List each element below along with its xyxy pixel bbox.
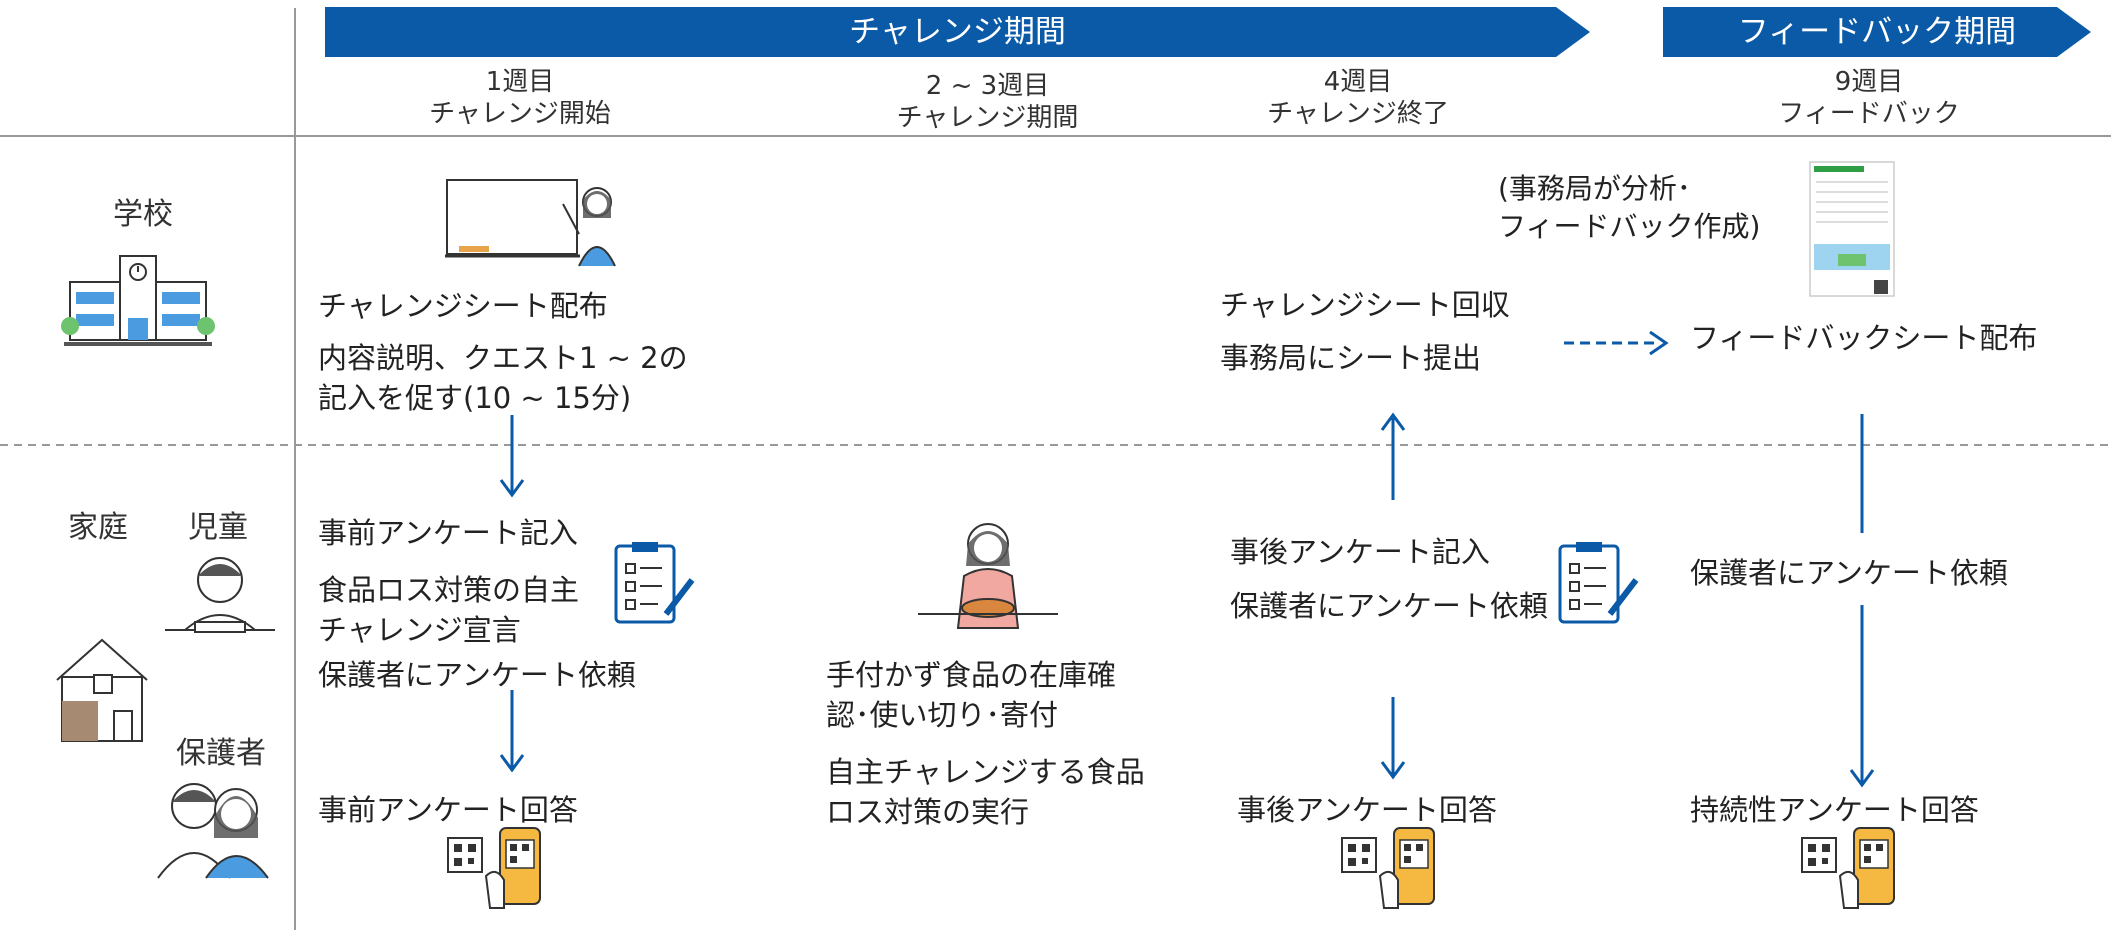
post-survey-answer-text: 事後アンケート回答 [1237, 793, 1497, 827]
distribute-feedback-text: フィードバックシート配布 [1690, 321, 2038, 355]
execute-challenge-text: 自主チャレンジする食品 ロス対策の実行 [826, 752, 1145, 832]
row-label-home: 家庭 [68, 510, 128, 545]
week-number: 4週目 [1323, 67, 1393, 97]
request-guardian-text-col3: 保護者にアンケート依頼 [1230, 589, 1548, 623]
sustainability-survey-text: 持続性アンケート回答 [1690, 793, 1979, 827]
self-challenge-line1: 食品ロス対策の自主 [318, 573, 580, 607]
row-label-child: 児童 [188, 510, 248, 545]
self-challenge-text: 食品ロス対策の自主 チャレンジ宣言 [318, 570, 579, 650]
distribute-sheet-text: チャレンジシート配布 [318, 289, 608, 323]
week-number: 9週目 [1834, 67, 1904, 97]
pre-survey-write-text: 事前アンケート記入 [318, 516, 578, 550]
arrow-down-col1-a [499, 415, 525, 498]
week-label: チャレンジ期間 [896, 103, 1079, 133]
feedback-period-banner: フィードバック期間 [1663, 7, 2091, 57]
execute-challenge-line2: ロス対策の実行 [826, 795, 1030, 829]
child-writing-icon [165, 557, 275, 633]
arrow-up-col3 [1380, 412, 1406, 500]
execute-challenge-line1: 自主チャレンジする食品 [826, 755, 1145, 789]
week-number: 2 ~ 3週目 [925, 71, 1050, 101]
arrow-down-col1-b [499, 690, 525, 773]
house-icon [56, 638, 148, 742]
qr-code-phone-icon [1341, 827, 1435, 909]
week-label: チャレンジ開始 [429, 99, 611, 129]
week-label: チャレンジ終了 [1267, 99, 1449, 129]
school-col1-text: チャレンジシート配布 内容説明、クエスト1 ~ 2の 記入を促す(10 ~ 15… [318, 286, 688, 418]
week-number: 1週目 [485, 67, 555, 97]
feedback-sheet-icon [1809, 161, 1895, 297]
teacher-whiteboard-icon [445, 179, 616, 267]
explain-quest-text-2: 記入を促す(10 ~ 15分) [318, 381, 632, 415]
submit-sheet-text: 事務局にシート提出 [1220, 341, 1482, 375]
clipboard-checklist-icon [614, 542, 695, 624]
inventory-check-text: 手付かず食品の在庫確 認･使い切り･寄付 [826, 655, 1116, 735]
explain-quest-text-1: 内容説明、クエスト1 ~ 2の [318, 341, 688, 375]
row-label-school: 学校 [113, 197, 173, 232]
challenge-period-label: チャレンジ期間 [849, 14, 1066, 50]
person-cooking-icon [918, 523, 1058, 629]
challenge-period-banner: チャレンジ期間 [325, 7, 1590, 57]
secretariat-note-line1: (事務局が分析･ [1498, 172, 1691, 205]
school-building-icon [61, 255, 215, 346]
collect-sheet-text: チャレンジシート回収 [1220, 288, 1510, 322]
self-challenge-line2: チャレンジ宣言 [318, 613, 521, 647]
request-guardian-text-col1: 保護者にアンケート依頼 [318, 658, 636, 692]
qr-code-phone-icon [1801, 827, 1895, 909]
arrow-down-col3 [1380, 697, 1406, 780]
feedback-period-label: フィードバック期間 [1737, 14, 2017, 50]
post-survey-write-text: 事後アンケート記入 [1230, 535, 1490, 569]
week-header-3: 4週目 チャレンジ終了 [1258, 66, 1458, 130]
clipboard-checklist-icon [1558, 542, 1639, 624]
inventory-check-line2: 認･使い切り･寄付 [826, 698, 1059, 732]
request-guardian-text-col4: 保護者にアンケート依頼 [1690, 556, 2008, 590]
week-label: フィードバック [1778, 99, 1960, 129]
row-label-guardian: 保護者 [176, 736, 266, 771]
inventory-check-line1: 手付かず食品の在庫確 [826, 658, 1117, 692]
week-header-1: 1週目 チャレンジ開始 [420, 66, 620, 130]
secretariat-note: (事務局が分析･ フィードバック作成) [1498, 170, 1760, 246]
arrow-down-col4 [1849, 605, 1875, 788]
pre-survey-answer-text: 事前アンケート回答 [318, 793, 578, 827]
dashed-arrow [1564, 330, 1669, 356]
week-header-2: 2 ~ 3週目 チャレンジ期間 [880, 70, 1095, 134]
week-header-4: 9週目 フィードバック [1769, 66, 1969, 130]
guardians-icon [157, 783, 269, 879]
qr-code-phone-icon [447, 827, 541, 909]
school-col3-text: チャレンジシート回収 事務局にシート提出 [1220, 285, 1510, 378]
secretariat-note-line2: フィードバック作成) [1498, 210, 1761, 243]
